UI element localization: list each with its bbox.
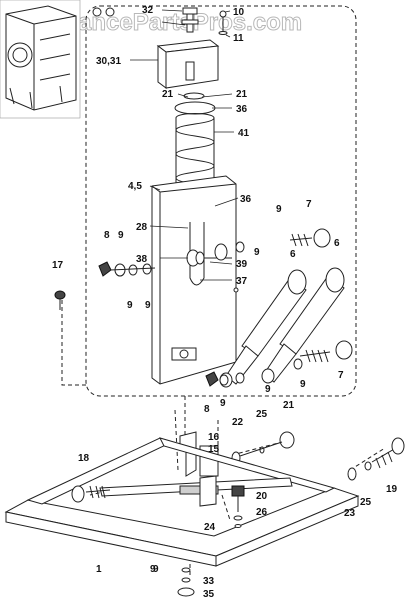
label-9a: 9 <box>276 204 282 215</box>
u-bolt <box>186 222 232 286</box>
foot-19-23-25 <box>347 437 405 481</box>
label-16: 16 <box>208 432 220 443</box>
label-6b: 6 <box>290 249 296 260</box>
label-24: 24 <box>204 522 216 533</box>
label-6a: 6 <box>334 238 340 249</box>
label-9b: 9 <box>118 230 124 241</box>
label-17: 17 <box>52 260 64 271</box>
label-25a: 25 <box>256 409 268 420</box>
shock-absorbers <box>219 267 345 388</box>
label-25b: 25 <box>360 497 372 508</box>
lower-fastener-stack <box>205 371 245 387</box>
label-32: 32 <box>142 5 154 16</box>
left-fastener-stack <box>98 261 156 277</box>
labels: 32 10 11 30,31 21 21 36 41 4,5 36 28 9 7… <box>52 5 398 600</box>
label-19: 19 <box>386 484 398 495</box>
label-9d: 9 <box>127 300 133 311</box>
label-21a: 21 <box>162 89 174 100</box>
label-21c: 21 <box>283 400 295 411</box>
label-37: 37 <box>236 276 248 287</box>
top-bolt <box>181 7 199 33</box>
label-21b: 21 <box>236 89 248 100</box>
label-35: 35 <box>203 589 215 600</box>
assembly-box <box>85 5 357 397</box>
label-20: 20 <box>256 491 268 502</box>
label-4-5: 4,5 <box>128 181 142 192</box>
bolt-20-24-26 <box>231 485 245 528</box>
label-15: 15 <box>208 444 220 455</box>
label-9j: 9 <box>153 564 159 575</box>
label-33: 33 <box>203 576 215 587</box>
label-23: 23 <box>344 508 356 519</box>
label-10: 10 <box>233 7 245 18</box>
top-bracket <box>156 39 220 89</box>
label-9f: 9 <box>265 384 271 395</box>
label-38: 38 <box>136 254 148 265</box>
lower-bolt <box>293 340 353 370</box>
foot-18 <box>71 485 111 503</box>
label-26: 26 <box>256 507 268 518</box>
foot-21-22-25 <box>231 431 295 465</box>
washer-thumbnail <box>0 0 81 119</box>
bottom-fasteners <box>177 567 195 597</box>
screw-17 <box>54 290 66 310</box>
label-18: 18 <box>78 453 90 464</box>
label-8b: 8 <box>204 404 210 415</box>
label-8a: 8 <box>104 230 110 241</box>
upper-bolt <box>214 228 331 261</box>
label-9g: 9 <box>300 379 306 390</box>
label-9c: 9 <box>254 247 260 258</box>
leader-lines <box>130 9 239 281</box>
base-frame <box>4 437 360 567</box>
label-9h: 9 <box>220 398 226 409</box>
label-36b: 36 <box>240 194 252 205</box>
label-36a: 36 <box>236 104 248 115</box>
label-9e: 9 <box>145 300 151 311</box>
screw-10-11 <box>218 10 228 35</box>
label-22: 22 <box>232 417 244 428</box>
label-11: 11 <box>233 33 244 44</box>
reference-markers <box>92 7 115 17</box>
label-9i: 9 <box>150 564 156 575</box>
label-41: 41 <box>238 128 250 139</box>
label-7b: 7 <box>338 370 344 381</box>
label-30-31: 30,31 <box>96 56 121 67</box>
label-39: 39 <box>236 259 248 270</box>
label-1: 1 <box>96 564 102 575</box>
label-28: 28 <box>136 222 148 233</box>
label-7a: 7 <box>306 199 312 210</box>
